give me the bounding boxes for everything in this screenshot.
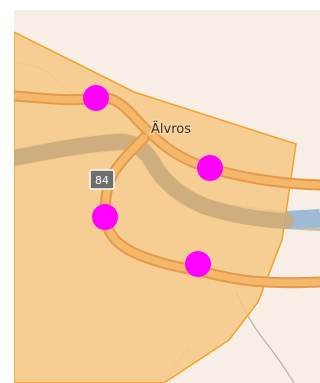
- marker-2[interactable]: [197, 155, 223, 181]
- marker-3[interactable]: [92, 204, 118, 230]
- marker-4[interactable]: [185, 251, 211, 277]
- road-main[interactable]: [14, 92, 320, 189]
- marker-1[interactable]: [83, 85, 109, 111]
- road-shield: 84: [89, 169, 115, 190]
- river-in-area: [14, 133, 294, 229]
- highlight-area[interactable]: [14, 31, 297, 383]
- road-shield-label: 84: [95, 174, 109, 187]
- map-view[interactable]: 84 Älvros: [14, 10, 320, 383]
- place-label: Älvros: [151, 121, 191, 137]
